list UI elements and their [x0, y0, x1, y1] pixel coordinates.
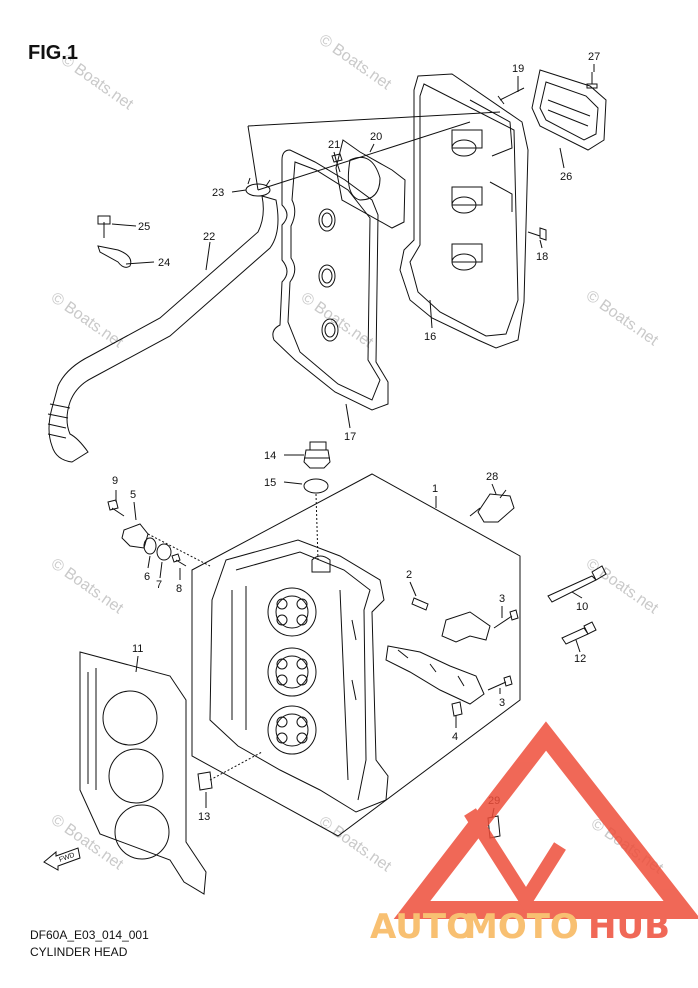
bolt-19	[497, 87, 525, 105]
callout-13: 13	[198, 811, 210, 823]
bolt-8	[171, 553, 187, 567]
gasket-20	[335, 139, 406, 229]
spark-plug-hole	[321, 318, 339, 342]
callout-6: 6	[144, 571, 150, 583]
drawing-caption: CYLINDER HEAD	[30, 945, 128, 959]
bolt-12	[561, 621, 597, 645]
spark-plug-28	[477, 493, 515, 523]
bolt-3	[493, 609, 519, 629]
oil-filler-cap-14	[303, 441, 331, 469]
callout-16: 16	[424, 331, 436, 343]
callout-18: 18	[536, 251, 548, 263]
callout-23: 23	[212, 187, 224, 199]
callout-1: 1	[432, 483, 438, 495]
callout-11: 11	[132, 643, 143, 655]
head-gasket-11	[79, 651, 207, 895]
dowel-4	[451, 701, 463, 717]
callout-19: 19	[512, 63, 524, 75]
cam-cover-ports	[451, 99, 513, 271]
spark-plug-hole	[318, 264, 336, 288]
o-ring-15	[303, 478, 329, 494]
head-cover-gasket-17	[272, 149, 389, 411]
callout-17: 17	[344, 431, 356, 443]
callout-5: 5	[130, 489, 136, 501]
bolt-18	[527, 227, 547, 241]
gasket-6	[143, 537, 157, 555]
brand-word-auto: AUTO	[370, 907, 475, 947]
combustion-chambers	[267, 587, 317, 755]
spark-plug-hole	[318, 208, 336, 232]
callout-2: 2	[406, 569, 412, 581]
bolt-9	[107, 499, 125, 517]
brand-word-moto: MOTO	[464, 907, 579, 947]
breather-hose-22	[48, 195, 279, 463]
callout-14: 14	[264, 450, 276, 462]
callout-3b: 3	[499, 697, 505, 709]
callout-24: 24	[158, 257, 170, 269]
callouts: 1 2 3 3 4 5 6 7 8 9 10 11 12 13 14 15 16…	[112, 51, 600, 823]
watermark: © Boats.net	[583, 287, 662, 349]
watermark: © Boats.net	[583, 555, 662, 617]
cylinder-head-body	[209, 539, 389, 813]
cylinder-head-cover-16	[399, 73, 529, 349]
callout-15: 15	[264, 477, 276, 489]
callout-7: 7	[156, 579, 162, 591]
callout-28: 28	[486, 471, 498, 483]
drawing-code: DF60A_E03_014_001	[30, 928, 149, 942]
dowel-2	[411, 597, 429, 611]
figure-title: FIG.1	[28, 42, 79, 64]
watermark: © Boats.net	[298, 289, 377, 351]
callout-12: 12	[574, 653, 586, 665]
camshaft-holder-4	[385, 645, 485, 705]
callout-4: 4	[452, 731, 458, 743]
brand-word-hub: HUB	[588, 907, 670, 947]
callout-9: 9	[112, 475, 118, 487]
cylinder-head-box-1	[191, 473, 521, 837]
logo-triangle	[393, 721, 698, 919]
cover-plate-26	[531, 69, 607, 151]
bolt-21	[331, 153, 343, 173]
callout-10: 10	[576, 601, 588, 613]
callout-20: 20	[370, 131, 382, 143]
callout-22: 22	[203, 231, 215, 243]
callout-27: 27	[588, 51, 600, 63]
callout-3: 3	[499, 593, 505, 605]
bolt-3	[487, 675, 513, 691]
bolt-27	[586, 72, 598, 89]
automotohub-logo: AUTO MOTO HUB	[370, 721, 698, 947]
callout-8: 8	[176, 583, 182, 595]
thermostat-7	[156, 543, 172, 561]
bolt-10	[547, 565, 607, 603]
watermark: © Boats.net	[48, 555, 127, 617]
callout-21: 21	[328, 139, 340, 151]
callout-26: 26	[560, 171, 572, 183]
watermark: © Boats.net	[316, 31, 395, 93]
bolt-25	[97, 215, 111, 238]
callout-25: 25	[138, 221, 150, 233]
fwd-arrow: FWD	[43, 847, 81, 871]
clamp-24	[97, 245, 132, 268]
camshaft-holder-3	[441, 611, 491, 643]
dowel-13	[197, 771, 213, 791]
